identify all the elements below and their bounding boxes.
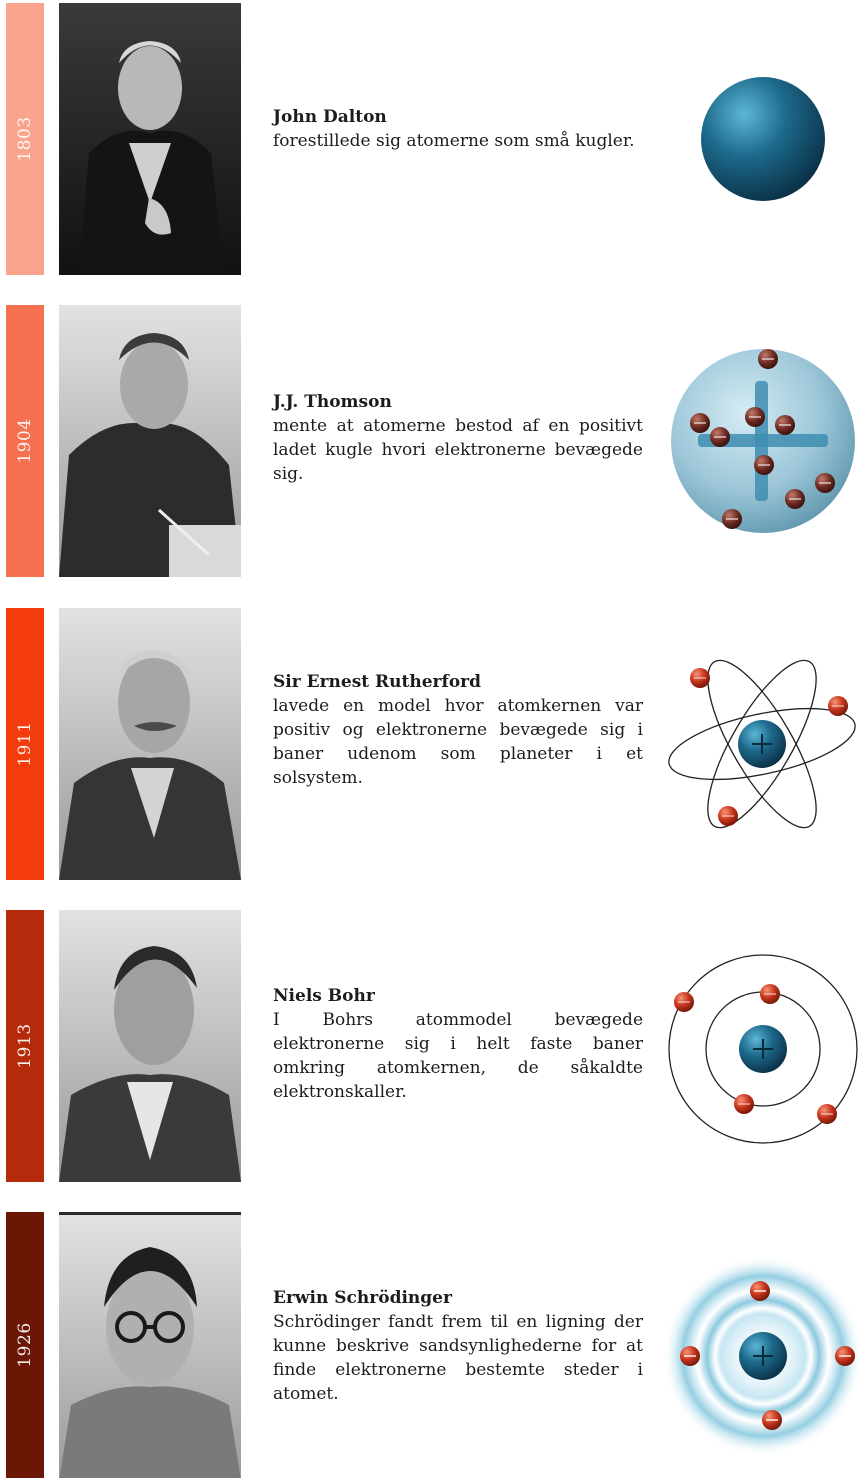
entry-description: I Bohrs atommodel bevægede elektronerne … [273, 1010, 643, 1102]
portrait-dalton [59, 3, 241, 275]
year-bar: 1904 [6, 305, 44, 577]
entry-text: Niels Bohr I Bohrs atommodel bevægede el… [273, 984, 643, 1104]
timeline-entry-rutherford: 1911 Sir Ernest Rutherford lavede en mod… [0, 608, 860, 880]
year-bar: 1911 [6, 608, 44, 880]
entry-text: John Dalton forestillede sig atomerne so… [273, 105, 643, 153]
year-bar: 1926 [6, 1212, 44, 1478]
portrait-thomson [59, 305, 241, 577]
entry-description: forestillede sig atomerne som små kugler… [273, 131, 635, 151]
model-solid-sphere [660, 39, 860, 239]
portrait-schrodinger [59, 1212, 241, 1478]
portrait-rutherford [59, 608, 241, 880]
year-label: 1911 [15, 721, 35, 767]
scientist-name: Niels Bohr [273, 986, 375, 1006]
portrait-bohr [59, 910, 241, 1182]
entry-description: mente at atomerne bestod af en positivt … [273, 416, 643, 484]
year-bar: 1913 [6, 910, 44, 1182]
year-label: 1904 [15, 418, 35, 464]
entry-text: J.J. Thomson mente at atomerne bestod af… [273, 390, 643, 486]
entry-description: Schrödinger fandt frem til en ligning de… [273, 1312, 643, 1404]
model-shells [660, 946, 860, 1146]
year-bar: 1803 [6, 3, 44, 275]
timeline-entry-bohr: 1913 Niels Bohr I Bohrs atommodel bevæge… [0, 910, 860, 1182]
model-planetary [660, 644, 860, 844]
model-electron-cloud [660, 1253, 860, 1457]
entry-description: lavede en model hvor atomkernen var posi… [273, 696, 643, 788]
year-label: 1913 [15, 1023, 35, 1069]
scientist-name: John Dalton [273, 107, 387, 127]
scientist-name: Sir Ernest Rutherford [273, 672, 482, 692]
entry-text: Erwin Schrödinger Schrödinger fandt frem… [273, 1286, 643, 1406]
model-plum-pudding [660, 341, 860, 541]
scientist-name: J.J. Thomson [273, 392, 392, 412]
year-label: 1926 [15, 1322, 35, 1368]
entry-text: Sir Ernest Rutherford lavede en model hv… [273, 670, 643, 790]
scientist-name: Erwin Schrödinger [273, 1288, 452, 1308]
timeline-entry-schrodinger: 1926 Erwin Schrödinger Schrödinger fandt… [0, 1212, 860, 1484]
year-label: 1803 [15, 116, 35, 162]
timeline-entry-dalton: 1803 John Dalton forestillede sig atomer… [0, 3, 860, 275]
timeline-entry-thomson: 1904 J.J. Thomson mente at atomerne best… [0, 305, 860, 577]
